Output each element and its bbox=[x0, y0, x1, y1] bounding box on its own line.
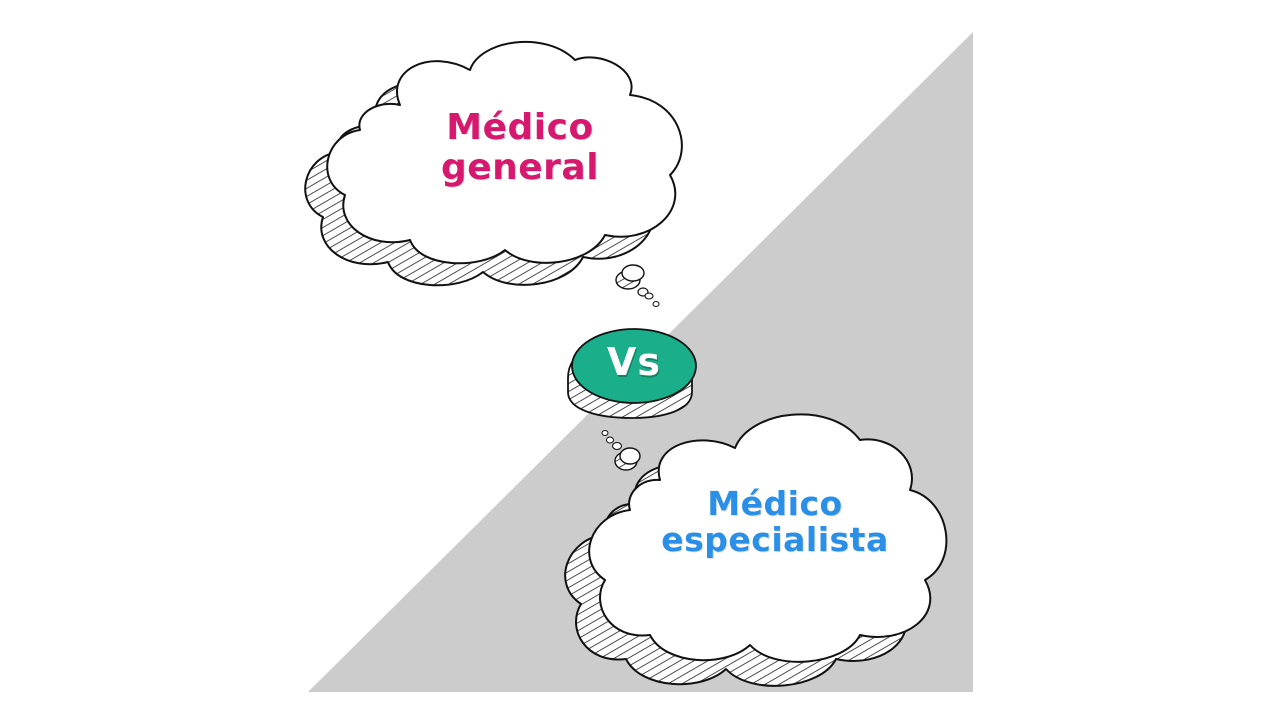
top-cloud-label: Médico general bbox=[405, 108, 635, 187]
bottom-cloud-line2: especialista bbox=[661, 520, 889, 560]
vs-badge bbox=[567, 328, 697, 419]
top-thought-bubbles bbox=[615, 264, 660, 307]
vs-label: Vs bbox=[606, 340, 662, 384]
top-cloud bbox=[304, 40, 683, 287]
bottom-cloud-label: Médico especialista bbox=[640, 484, 910, 560]
bottom-thought-bubbles bbox=[601, 430, 641, 471]
top-cloud-line2: general bbox=[440, 146, 600, 188]
top-cloud-body bbox=[326, 40, 683, 265]
top-cloud-line1: Médico bbox=[446, 107, 594, 148]
vs-badge-face bbox=[571, 328, 697, 404]
bottom-cloud-body bbox=[588, 413, 948, 663]
bottom-cloud bbox=[564, 413, 948, 687]
bottom-cloud-line1: Médico bbox=[707, 484, 843, 523]
